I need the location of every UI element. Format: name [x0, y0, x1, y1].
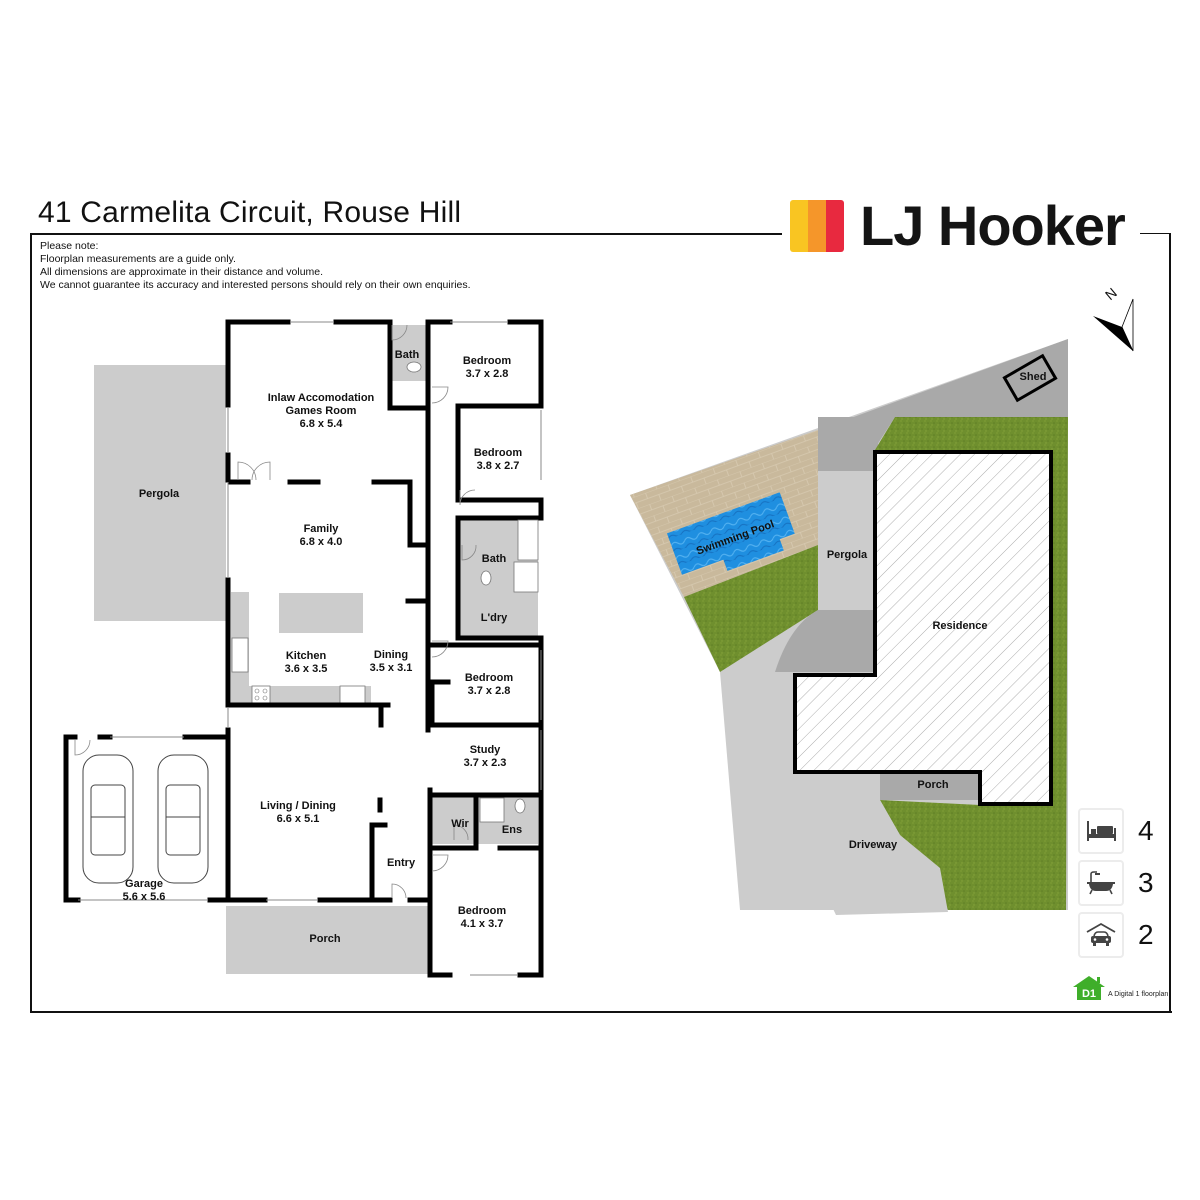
inlaw-bath-area	[390, 325, 428, 381]
stat-bedrooms: 4	[1078, 808, 1154, 854]
garage-car-icon	[1078, 912, 1124, 958]
laundry-area	[458, 598, 538, 638]
siteplan: Shed Swimming Pool Pergola Residence Por…	[630, 339, 1068, 915]
d1-badge-text: D1	[1082, 988, 1096, 1000]
room-label: Bedroom	[463, 355, 512, 367]
room-label: Wir	[451, 818, 469, 830]
room-dims: 6.8 x 4.0	[300, 536, 343, 548]
room-label: Bedroom	[465, 672, 514, 684]
property-stats: 4 3 2	[1078, 808, 1154, 964]
room-dims: 6.8 x 5.4	[300, 418, 344, 430]
lawn-left	[684, 545, 818, 672]
room-dims: 3.5 x 3.1	[370, 662, 413, 674]
room-label: Living / Dining	[260, 800, 336, 812]
bath-icon	[1078, 860, 1124, 906]
stat-bathrooms: 3	[1078, 860, 1154, 906]
room-dims: 4.1 x 3.7	[461, 918, 504, 930]
bedroom-count: 4	[1138, 815, 1154, 846]
room-dims: 6.6 x 5.1	[277, 813, 320, 825]
swimming-pool	[666, 492, 795, 575]
bed-icon	[1078, 808, 1124, 854]
shower-icon	[513, 561, 539, 593]
room-label: Pergola	[139, 488, 180, 500]
room-label: Games Room	[286, 405, 357, 417]
room-label: Ens	[502, 824, 522, 836]
garage-count: 2	[1138, 919, 1154, 950]
garage-cars	[82, 754, 209, 884]
bathtub-icon	[517, 519, 539, 561]
front-porch-area	[226, 906, 428, 974]
toilet-icon	[406, 361, 422, 373]
room-label: Garage	[125, 878, 163, 890]
room-label: Entry	[387, 857, 416, 869]
site-label-driveway: Driveway	[849, 839, 898, 851]
residence-porch	[880, 773, 978, 800]
property-address-title: 41 Carmelita Circuit, Rouse Hill	[38, 196, 462, 229]
frame-border-left	[30, 233, 32, 1013]
room-label: Bedroom	[458, 905, 507, 917]
lj-hooker-logo: LJ Hooker	[790, 194, 1126, 257]
compass-north-label: N	[1102, 284, 1120, 303]
room-label: Study	[470, 744, 501, 756]
d1-house-logo-icon: D1	[1073, 976, 1105, 1000]
bathroom-count: 3	[1138, 867, 1154, 898]
stat-garages: 2	[1078, 912, 1154, 958]
disclaimer-line: We cannot guarantee its accuracy and int…	[40, 279, 471, 291]
logo-bar-yellow	[790, 200, 808, 252]
room-label: Bedroom	[474, 447, 523, 459]
car-icon	[82, 754, 134, 884]
site-label-porch: Porch	[917, 779, 948, 791]
side-patio	[775, 610, 875, 672]
room-label: Family	[304, 523, 340, 535]
logo-color-bars	[790, 200, 844, 252]
kitchen-island	[279, 593, 363, 633]
disclaimer-note: Please note: Floorplan measurements are …	[40, 240, 471, 292]
logo-bar-orange	[808, 200, 826, 252]
car-icon	[157, 754, 209, 884]
room-label: L'dry	[481, 612, 508, 624]
disclaimer-line: Floorplan measurements are a guide only.	[40, 253, 236, 265]
room-label: Kitchen	[286, 650, 327, 662]
logo-bar-red	[826, 200, 844, 252]
room-dims: 3.7 x 2.8	[466, 368, 509, 380]
room-dims: 5.6 x 5.6	[123, 891, 166, 903]
room-label: Bath	[395, 349, 420, 361]
disclaimer-line: All dimensions are approximate in their …	[40, 266, 324, 278]
room-label: Inlaw Accomodation	[268, 392, 375, 404]
cooktop-icon	[251, 685, 271, 704]
room-dims: 3.8 x 2.7	[477, 460, 520, 472]
toilet-icon	[514, 798, 526, 814]
site-label-shed: Shed	[1020, 371, 1047, 383]
floorplan: Pergola Bath Bedroom 3.7 x 2.8 Inlaw Acc…	[63, 319, 544, 978]
frame-border-right	[1169, 233, 1171, 1013]
kitchen-sink-icon	[231, 637, 249, 673]
lawn-right	[875, 417, 1068, 910]
room-dims: 3.7 x 2.8	[468, 685, 511, 697]
dishwasher-icon	[339, 685, 366, 704]
room-label: Bath	[482, 553, 507, 565]
digital1-credit: D1 A Digital 1 floorplan	[1072, 974, 1168, 1002]
site-label-residence: Residence	[932, 620, 987, 632]
room-dims: 3.6 x 3.5	[285, 663, 328, 675]
site-label-pergola: Pergola	[827, 549, 868, 561]
d1-credit-text: A Digital 1 floorplan	[1108, 991, 1169, 998]
rear-path	[818, 339, 1068, 470]
logo-wordmark: LJ Hooker	[860, 194, 1126, 257]
residence-footprint	[793, 450, 1053, 806]
frame-border-top	[30, 233, 782, 235]
frame-border-top-right	[1140, 233, 1170, 234]
shed	[1002, 353, 1058, 403]
room-dims: 3.7 x 2.3	[464, 757, 507, 769]
driveway-area	[720, 672, 948, 915]
north-compass-icon: N	[1093, 284, 1134, 352]
toilet-icon	[480, 570, 492, 586]
room-label: Porch	[309, 933, 340, 945]
room-label: Dining	[374, 649, 408, 661]
pergola-area	[94, 365, 226, 621]
shower-icon	[479, 797, 505, 823]
disclaimer-line: Please note:	[40, 240, 99, 252]
frame-border-bottom	[30, 1011, 1172, 1013]
room-labels: Pergola Bath Bedroom 3.7 x 2.8 Inlaw Acc…	[123, 349, 523, 945]
